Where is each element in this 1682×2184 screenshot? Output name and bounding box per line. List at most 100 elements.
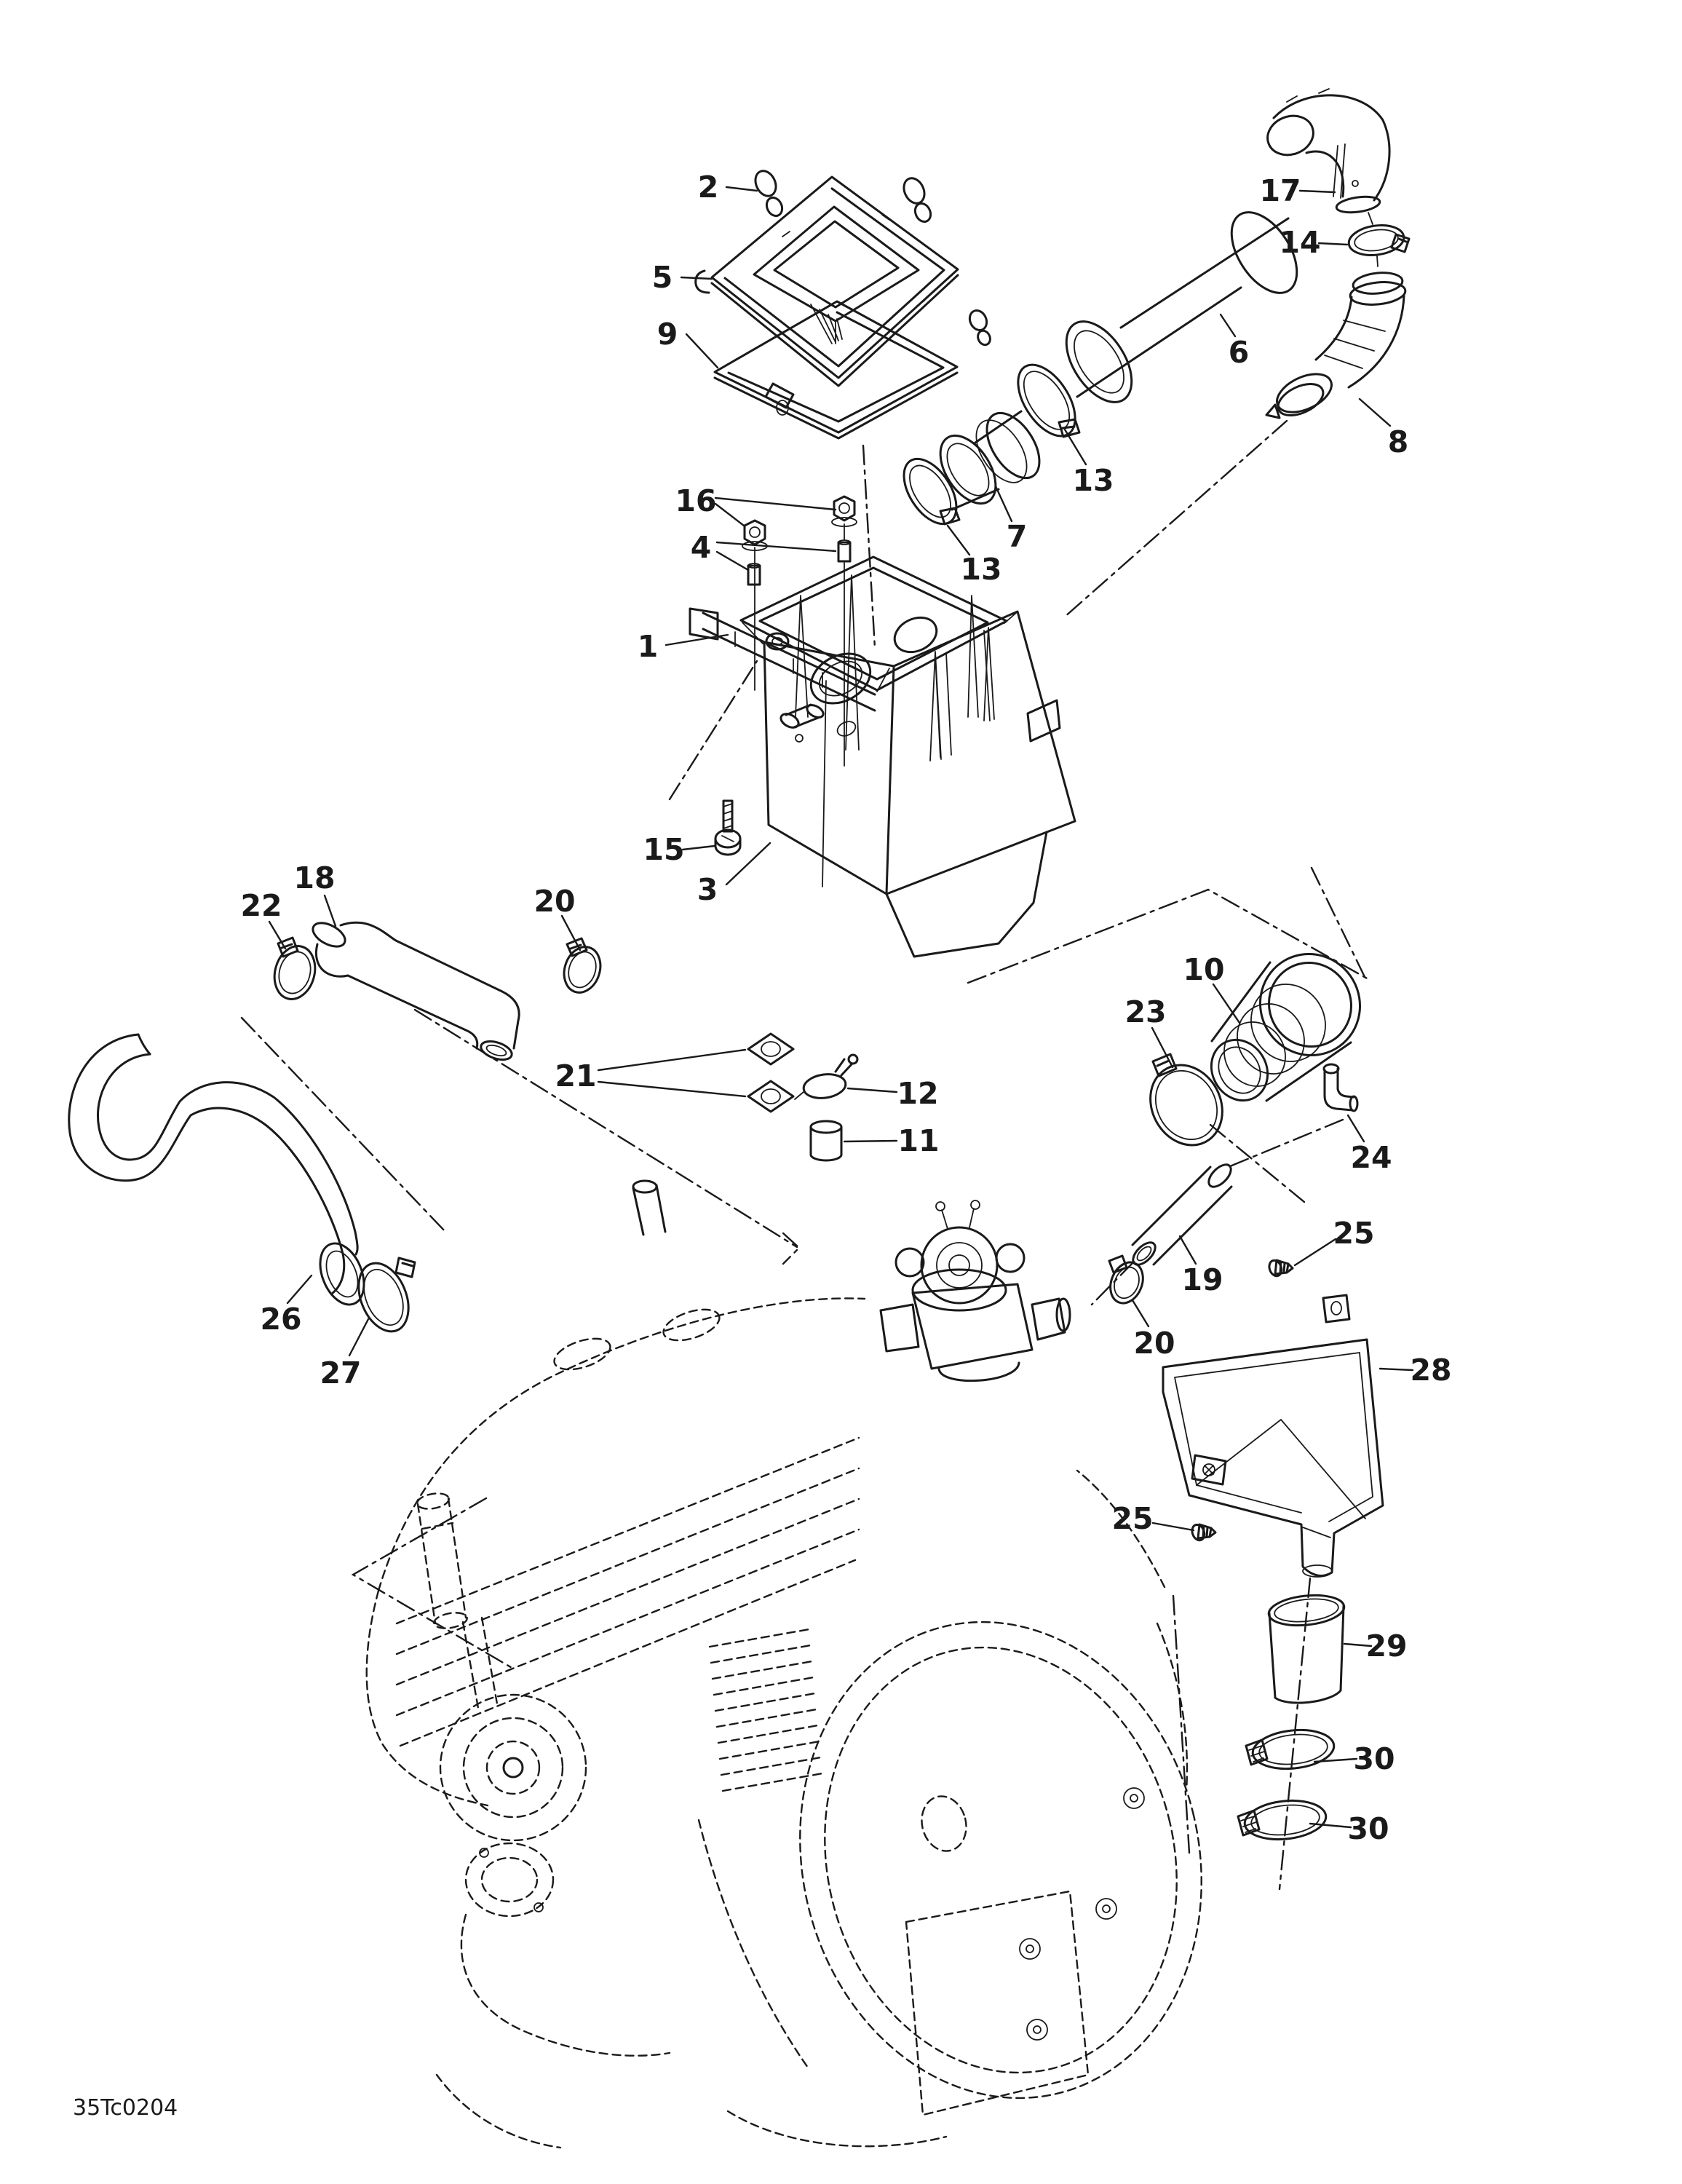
callout-9: 9: [657, 317, 678, 352]
callout-12: 12: [897, 1076, 938, 1111]
clip-part2-right: [903, 177, 932, 223]
leader-line-6: [1219, 313, 1237, 338]
callouts-layer: 1234567891011121313141516171819202021222…: [240, 170, 1451, 1846]
spark-plug-tube: [416, 1492, 468, 1629]
cover-gasket-part9: [713, 300, 959, 440]
choke-knob: [632, 1179, 667, 1236]
gear-clamp-part30b: [1237, 1799, 1328, 1841]
leader-line-20a: [560, 914, 582, 951]
screw-part25b: [1189, 1522, 1217, 1543]
spacer-part4-right: [837, 539, 852, 563]
callout-20a: 20: [533, 884, 575, 919]
spacer-part4-left: [747, 563, 761, 586]
leader-line-20b: [1131, 1299, 1150, 1328]
leader-line-23: [1151, 1026, 1174, 1069]
cvt-cover: [799, 1621, 1202, 2116]
air-intake-snorkel-part17: [1266, 88, 1391, 214]
exhaust-flange: [464, 1842, 555, 1918]
hose-clamp-part22: [273, 936, 317, 1000]
clip-part2-far-right: [968, 309, 991, 347]
callout-6: 6: [1229, 335, 1250, 370]
leader-line-18: [323, 894, 337, 927]
hose-clamp-part14: [1347, 212, 1411, 267]
intake-duct-part28: [1162, 1294, 1384, 1578]
callout-14: 14: [1279, 225, 1320, 260]
leader-line-21: [597, 1048, 747, 1072]
sleeve-hose-part6: [1065, 211, 1298, 403]
air-hose-part26: [68, 1033, 365, 1306]
leader-line-4: [715, 550, 750, 571]
hose-clamp-part13b: [903, 457, 961, 526]
recoil-starter: [439, 1693, 587, 1842]
leader-line-22: [268, 920, 287, 950]
callout-30b: 30: [1347, 1811, 1389, 1846]
elbow-hose-part8: [1265, 272, 1407, 419]
callout-10: 10: [1183, 952, 1224, 987]
callout-13b: 13: [960, 552, 1001, 587]
callout-21: 21: [555, 1059, 596, 1093]
callout-26: 26: [260, 1302, 301, 1337]
callout-18: 18: [293, 860, 335, 895]
callout-3: 3: [697, 872, 718, 907]
callout-7: 7: [1007, 519, 1028, 554]
wire-clamp-part12: [794, 1053, 859, 1100]
clip-part2-left: [754, 170, 784, 218]
leader-line-26: [286, 1274, 313, 1305]
carb-bellows-part10: [1210, 952, 1362, 1102]
stud-alignment-lines: [754, 523, 845, 767]
leader-line-14: [1317, 242, 1349, 246]
carburetor: [879, 1200, 1071, 1382]
screw-part25a: [1266, 1257, 1294, 1279]
callout-25b: 25: [1111, 1501, 1153, 1536]
leader-line-12: [846, 1087, 898, 1093]
leader-line-7: [994, 485, 1013, 523]
leader-line-30b: [1309, 1822, 1352, 1829]
sleeve-part29: [1267, 1594, 1346, 1704]
silencer-cover-part5: [694, 175, 959, 387]
callout-16: 16: [675, 483, 716, 518]
hose-clamp-part27: [357, 1257, 416, 1333]
leader-line-1: [665, 633, 729, 646]
leader-line-13a: [1063, 428, 1087, 466]
callout-1: 1: [638, 629, 659, 664]
leader-line-16-1: [714, 496, 837, 511]
leader-line-15: [681, 844, 716, 851]
leader-line-5: [680, 276, 713, 280]
callout-30a: 30: [1353, 1741, 1395, 1776]
hose-clamp-part23: [1149, 1053, 1223, 1147]
gasket-part21-upper: [747, 1032, 795, 1066]
callout-4: 4: [691, 530, 712, 565]
hose-clamp-part20a: [563, 937, 602, 994]
support-rail-part1: [689, 607, 876, 712]
leader-line-17: [1298, 189, 1336, 194]
sleeve-hose-part7: [939, 410, 1041, 511]
silencer-box-part3: [739, 555, 1076, 958]
leader-line-4-1: [715, 541, 837, 553]
phantom-alignment-lines: [240, 419, 1370, 1891]
cover-bolts: [1019, 1787, 1145, 2041]
callout-2: 2: [698, 170, 719, 205]
callout-20b: 20: [1133, 1326, 1175, 1361]
callout-13a: 13: [1072, 463, 1114, 498]
leader-line-8: [1358, 397, 1392, 427]
engine-assembly: [365, 1179, 1202, 2149]
callout-5: 5: [652, 260, 673, 295]
callout-17: 17: [1259, 173, 1301, 208]
leader-line-30a: [1313, 1757, 1358, 1763]
impulse-tube-part19: [1131, 1163, 1233, 1266]
part-code: 35Tc0204: [73, 2095, 178, 2121]
leader-line-11: [843, 1139, 898, 1143]
elbow-fitting-part24: [1322, 1063, 1359, 1112]
callout-27: 27: [320, 1356, 361, 1390]
callout-22: 22: [240, 888, 282, 923]
lid-assembly: [694, 170, 991, 440]
callout-19: 19: [1181, 1262, 1223, 1297]
hose-clamp-part20b: [1108, 1254, 1144, 1305]
callout-29: 29: [1365, 1629, 1407, 1663]
callout-8: 8: [1388, 424, 1409, 459]
gasket-part21-lower: [747, 1080, 795, 1113]
callout-25a: 25: [1333, 1216, 1374, 1251]
leader-line-24: [1346, 1114, 1365, 1143]
